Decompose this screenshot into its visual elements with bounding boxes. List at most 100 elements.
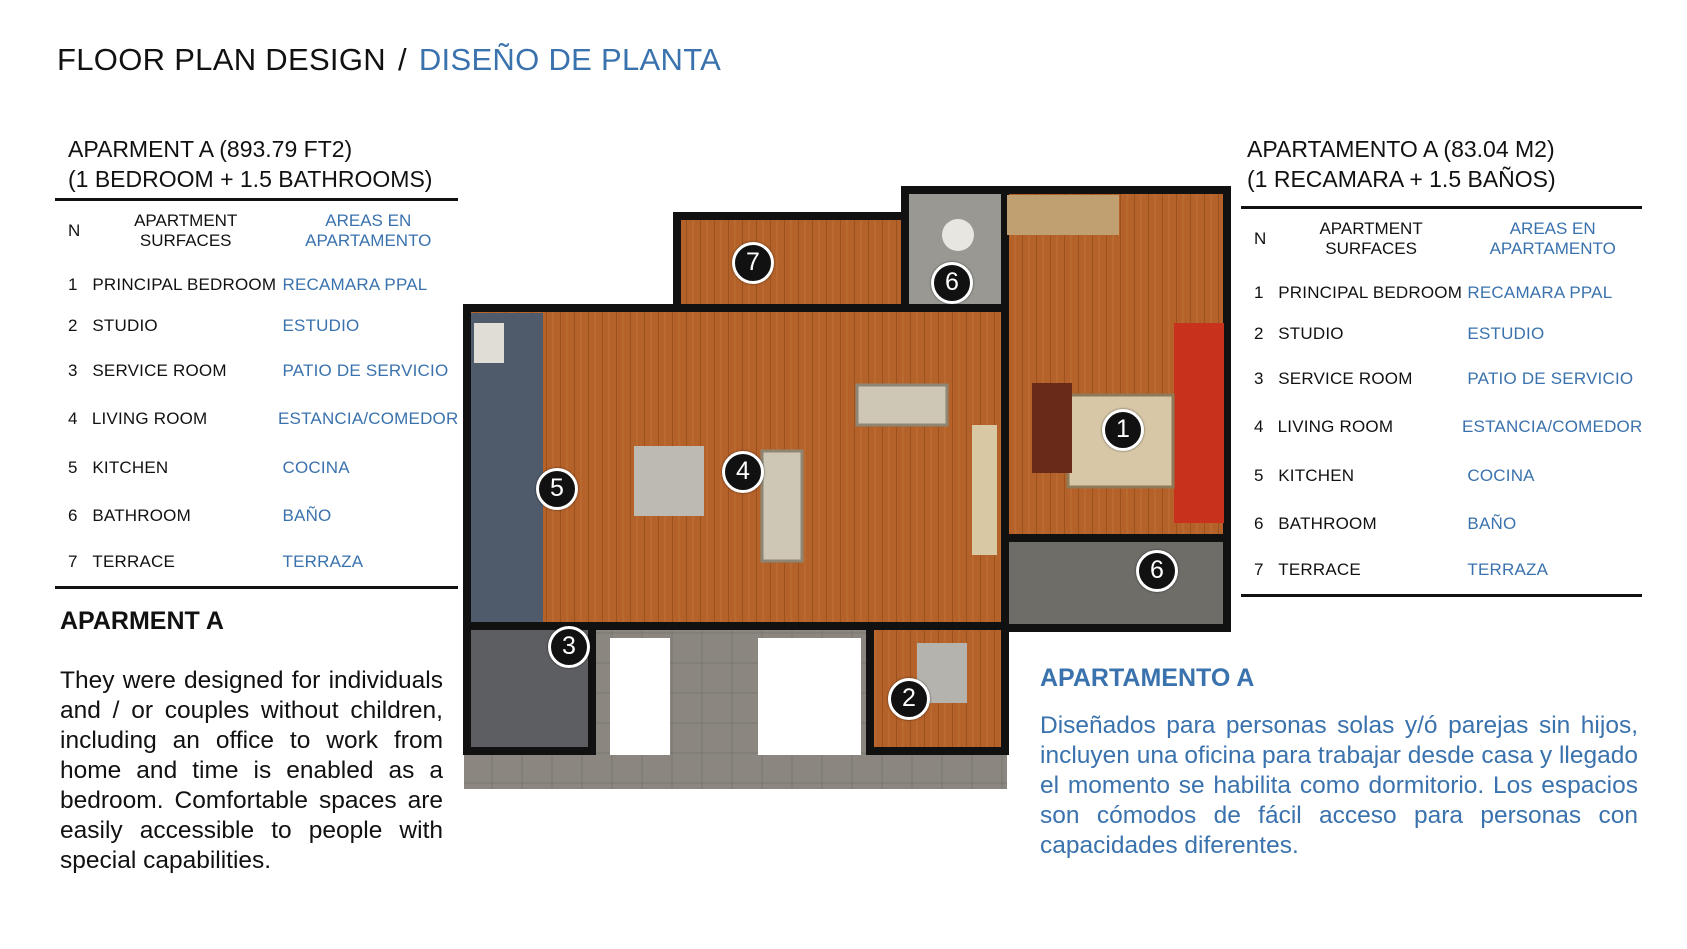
room-marker: 3: [548, 626, 590, 668]
room-marker: 6: [931, 262, 973, 304]
left-table-header-row: N APARTMENT SURFACES AREAS EN APARTAMENT…: [55, 201, 458, 261]
left-table-body: 1 PRINCIPAL BEDROOM RECAMARA PPAL 2 STUDIO E…: [55, 265, 458, 584]
row-surface: SERVICE ROOM: [1278, 368, 1413, 388]
row-surface: BATHROOM: [1278, 514, 1377, 533]
right-col-n: N: [1254, 229, 1267, 248]
row-area: ESTUDIO: [282, 316, 360, 335]
floor-plan-drawing: [463, 186, 1231, 789]
left-table-heading-line2: (1 BEDROOM + 1.5 BATHROOMS): [68, 166, 433, 192]
table-row: 2 STUDIO ESTUDIO: [1241, 313, 1642, 355]
row-number: 7: [68, 552, 78, 571]
row-surface: TERRACE: [92, 552, 176, 571]
row-surface: KITCHEN: [92, 458, 169, 477]
row-surface: PRINCIPAL BEDROOM: [1278, 283, 1463, 302]
row-surface: BATHROOM: [92, 506, 191, 525]
page-title: FLOOR PLAN DESIGN / DISEÑO DE PLANTA: [57, 42, 721, 78]
table-row: 3 SERVICE ROOM PATIO DE SERVICIO: [1241, 355, 1642, 402]
left-col-surfaces: APARTMENT SURFACES: [134, 211, 238, 250]
row-area: ESTUDIO: [1467, 324, 1545, 343]
table-row: 3 SERVICE ROOM PATIO DE SERVICIO: [55, 347, 458, 394]
row-area: ESTANCIA/COMEDOR: [278, 409, 459, 428]
right-table-heading-line1: APARTAMENTO A (83.04 M2): [1247, 136, 1555, 162]
title-spanish: DISEÑO DE PLANTA: [418, 42, 722, 77]
room-marker: 2: [888, 678, 930, 720]
terrace-room: [673, 212, 911, 312]
right-table-heading-line2: (1 RECAMARA + 1.5 BAÑOS): [1247, 166, 1556, 192]
table-row: 1 PRINCIPAL BEDROOM RECAMARA PPAL: [55, 265, 458, 305]
row-surface: LIVING ROOM: [1277, 417, 1394, 436]
table-row: 7 TERRACE TERRAZA: [55, 540, 458, 584]
right-table-top-rule: [1241, 206, 1642, 209]
row-surface: STUDIO: [1278, 324, 1344, 343]
row-number: 1: [68, 275, 78, 294]
row-number: 2: [68, 316, 78, 335]
room-marker: 7: [732, 242, 774, 284]
left-col-areas: AREAS EN APARTAMENTO: [305, 211, 432, 250]
left-table-heading-line1: APARMENT A (893.79 FT2): [68, 136, 353, 162]
left-area-table: APARMENT A (893.79 FT2) (1 BEDROOM + 1.5…: [55, 134, 458, 589]
room-marker: 4: [722, 451, 764, 493]
right-col-surfaces: APARTMENT SURFACES: [1319, 219, 1423, 258]
row-number: 3: [68, 360, 78, 380]
row-area: BAÑO: [282, 506, 332, 525]
kitchen-area: [471, 313, 543, 626]
right-area-table: APARTAMENTO A (83.04 M2) (1 RECAMARA + 1…: [1241, 134, 1642, 597]
table-row: 5 KITCHEN COCINA: [55, 444, 458, 492]
row-surface: STUDIO: [92, 316, 158, 335]
row-number: 4: [1254, 417, 1264, 436]
bathroom-right: [1001, 534, 1231, 632]
row-number: 5: [68, 458, 78, 477]
row-area: RECAMARA PPAL: [1467, 283, 1613, 302]
left-col-n: N: [68, 221, 81, 240]
table-row: 4 LIVING ROOM ESTANCIA/COMEDOR: [55, 394, 458, 444]
row-number: 6: [68, 506, 78, 525]
row-number: 5: [1254, 466, 1264, 485]
row-area: TERRAZA: [282, 552, 364, 571]
desc-en-heading: APARMENT A: [60, 607, 224, 635]
service-room: [463, 622, 596, 755]
left-table-heading: APARMENT A (893.79 FT2) (1 BEDROOM + 1.5…: [55, 134, 458, 194]
row-number: 2: [1254, 324, 1264, 343]
table-row: 5 KITCHEN COCINA: [1241, 452, 1642, 500]
row-number: 7: [1254, 560, 1264, 579]
floor-plan-render: 1 2 3 4 5 6 6 7: [462, 183, 1232, 815]
row-area: RECAMARA PPAL: [282, 275, 428, 294]
right-table-heading: APARTAMENTO A (83.04 M2) (1 RECAMARA + 1…: [1241, 134, 1642, 194]
row-area: COCINA: [1467, 466, 1535, 485]
table-row: 6 BATHROOM BAÑO: [55, 492, 458, 540]
table-row: 2 STUDIO ESTUDIO: [55, 305, 458, 347]
left-table-bottom-rule: [55, 586, 458, 589]
desc-es-heading: APARTAMENTO A: [1040, 664, 1255, 692]
desc-en-body: They were designed for individuals and /…: [60, 667, 443, 874]
title-english: FLOOR PLAN DESIGN: [57, 42, 386, 77]
row-area: PATIO DE SERVICIO: [282, 360, 449, 380]
title-separator: /: [397, 42, 407, 77]
right-col-areas: AREAS EN APARTAMENTO: [1489, 219, 1616, 258]
desc-es-body: Diseñados para personas solas y/ó pareja…: [1040, 712, 1638, 859]
right-table-bottom-rule: [1241, 594, 1642, 597]
right-table-header-row: N APARTMENT SURFACES AREAS EN APARTAMENT…: [1241, 209, 1642, 269]
room-marker: 5: [536, 468, 578, 510]
row-surface: LIVING ROOM: [91, 409, 208, 428]
row-area: TERRAZA: [1467, 560, 1549, 579]
table-row: 4 LIVING ROOM ESTANCIA/COMEDOR: [1241, 402, 1642, 452]
row-number: 4: [68, 409, 78, 428]
room-marker: 6: [1136, 550, 1178, 592]
table-row: 6 BATHROOM BAÑO: [1241, 500, 1642, 548]
row-area: ESTANCIA/COMEDOR: [1462, 417, 1643, 436]
row-number: 6: [1254, 514, 1264, 533]
row-surface: KITCHEN: [1278, 466, 1355, 485]
row-area: BAÑO: [1467, 514, 1517, 533]
row-number: 3: [1254, 368, 1264, 388]
left-table-top-rule: [55, 198, 458, 201]
row-surface: PRINCIPAL BEDROOM: [92, 275, 277, 294]
row-surface: SERVICE ROOM: [92, 360, 227, 380]
row-number: 1: [1254, 283, 1264, 302]
room-marker: 1: [1102, 409, 1144, 451]
row-area: COCINA: [282, 458, 350, 477]
row-area: PATIO DE SERVICIO: [1467, 368, 1634, 388]
row-surface: TERRACE: [1278, 560, 1361, 579]
table-row: 7 TERRACE TERRAZA: [1241, 548, 1642, 592]
